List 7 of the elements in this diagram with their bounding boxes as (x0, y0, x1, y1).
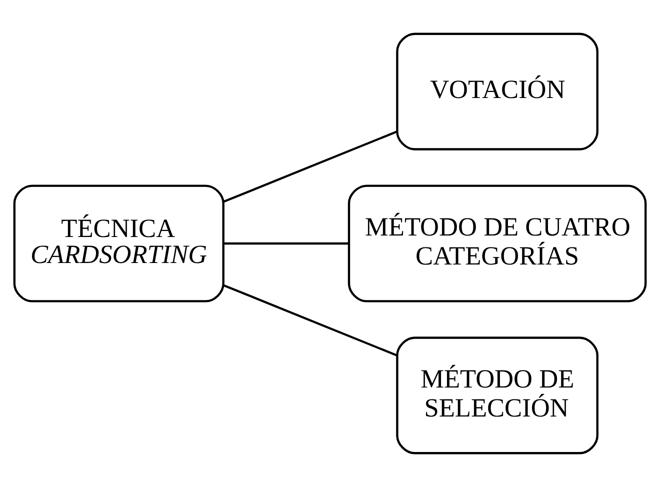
connector (223, 130, 398, 203)
node-box: MÉTODO DE CUATRO CATEGORÍAS (348, 184, 647, 302)
node-box: TÉCNICA CARDSORTING (13, 184, 224, 302)
node-box: MÉTODO DE SELECCIÓN (396, 336, 598, 454)
connector (223, 242, 349, 245)
node-box: VOTACIÓN (396, 32, 598, 150)
connector (223, 284, 398, 356)
